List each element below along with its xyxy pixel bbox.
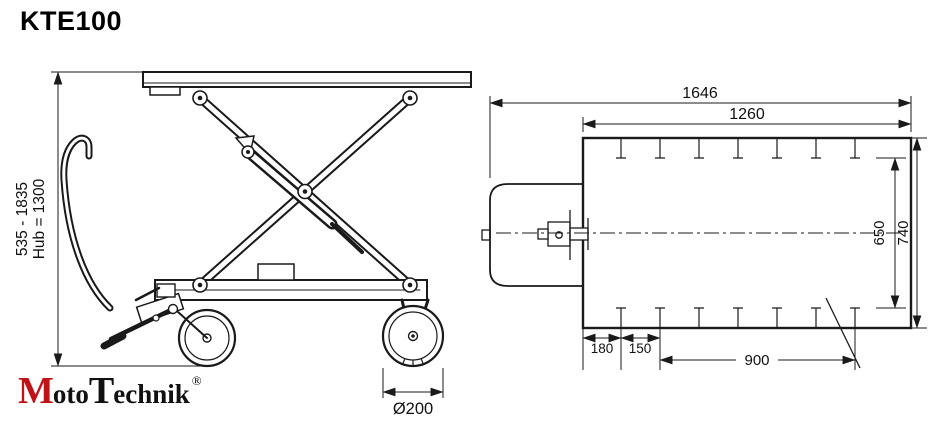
platform — [142, 71, 472, 96]
pump-pedal-assembly — [100, 283, 208, 350]
logo-m: M — [18, 370, 54, 412]
page-title: KTE100 — [20, 6, 123, 36]
handle — [60, 134, 114, 312]
dim-hub: Hub = 1300 — [31, 178, 48, 259]
logo-echnik: echnik — [113, 379, 190, 409]
rear-caster-wheel — [381, 298, 445, 368]
height-dimension — [51, 71, 202, 367]
bottom-dimensions — [582, 328, 856, 370]
logo-registered-mark: ® — [191, 373, 202, 388]
dim-edge-offset: 180 — [591, 341, 614, 356]
side-view-drawing: 535 - 1835 Hub = 1300 Ø200 — [14, 71, 472, 418]
drawbar-handle — [481, 183, 583, 287]
roller-marks — [616, 138, 860, 328]
dim-wheel-diameter: Ø200 — [393, 400, 433, 418]
dim-platform-length: 1260 — [729, 106, 765, 123]
width-dimensions — [876, 137, 927, 329]
length-dimensions — [489, 96, 912, 178]
dim-outer-width: 740 — [895, 220, 912, 245]
logo-oto: oto — [52, 379, 89, 409]
coupling-assembly — [537, 210, 589, 260]
wheel-dimension — [382, 368, 444, 398]
dim-inner-width: 650 — [871, 220, 888, 245]
dim-roller-span: 900 — [744, 352, 769, 369]
hydraulic-cylinder — [234, 135, 364, 254]
dim-roller-pitch: 150 — [629, 341, 652, 356]
dim-height-range: 535 - 1835 — [14, 182, 31, 256]
logo-t: T — [88, 370, 114, 412]
dim-overall-length: 1646 — [682, 85, 718, 102]
pivot-joints — [192, 90, 418, 293]
top-view-drawing: 1646 1260 650 740 180 150 900 — [481, 85, 927, 370]
